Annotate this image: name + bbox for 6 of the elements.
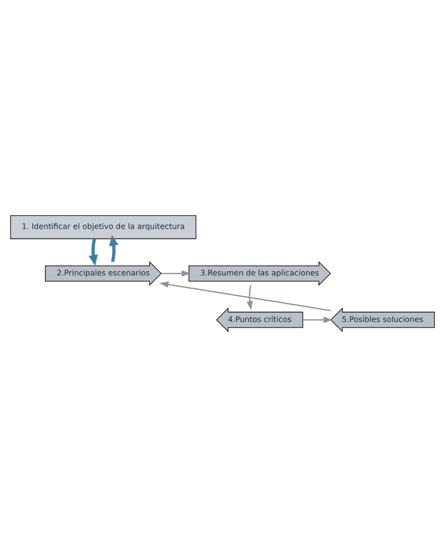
arrow	[161, 270, 191, 277]
arrow	[302, 316, 333, 323]
arrow	[246, 285, 253, 310]
arrow	[88, 238, 98, 266]
arrow	[159, 281, 331, 312]
arrow	[109, 234, 118, 262]
